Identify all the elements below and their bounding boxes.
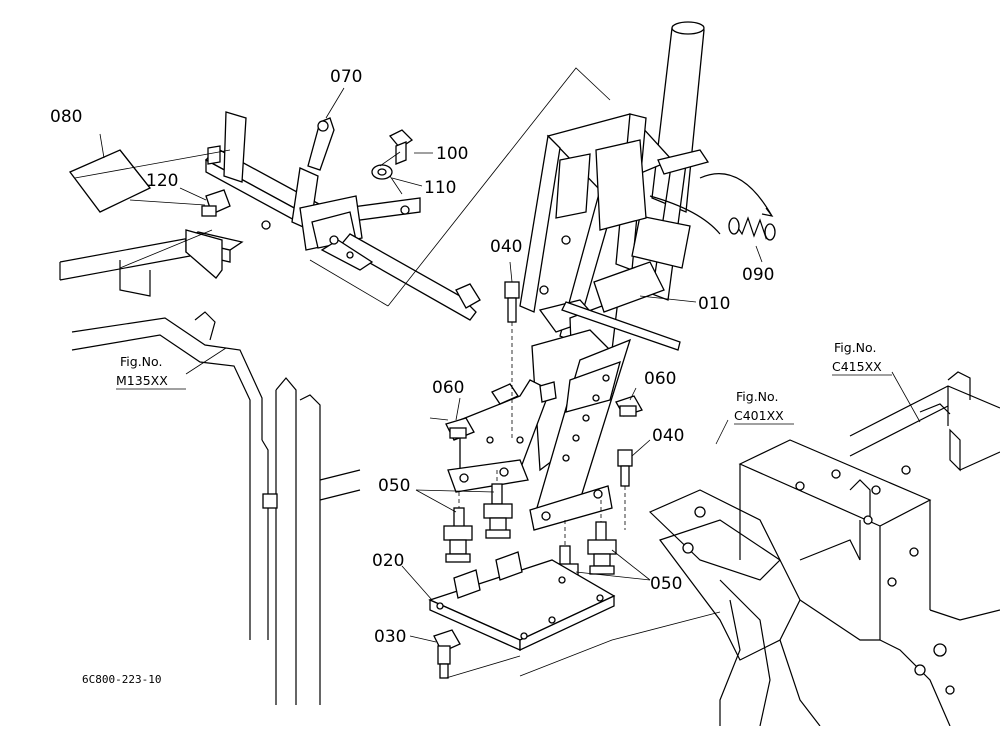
mount-part-050-a [443, 507, 473, 563]
nut-part-060-right [615, 395, 643, 417]
callout-060-left: 060 [432, 378, 464, 398]
fig-ref-m135-code: M135XX [116, 373, 168, 388]
column-part-010 [447, 21, 710, 531]
callout-070: 070 [330, 67, 362, 87]
nut-part-120 [201, 189, 231, 217]
callout-010: 010 [698, 294, 730, 314]
callout-110: 110 [424, 178, 456, 198]
callout-060-right: 060 [644, 369, 676, 389]
base-plate-part-020 [428, 551, 616, 652]
fig-ref-c401-label: Fig.No. [736, 389, 778, 404]
spring-part-090 [649, 173, 776, 241]
frame-assembly-m135 [59, 237, 361, 705]
callout-040-upper: 040 [490, 237, 522, 257]
drawing-code: 6C800-223-10 [82, 673, 161, 686]
callout-080: 080 [50, 107, 82, 127]
mount-part-050-b [483, 483, 513, 539]
fig-ref-c415-label: Fig.No. [834, 340, 876, 355]
leader-lines [99, 87, 921, 643]
bolt-part-040-lower [617, 449, 633, 487]
bolt-part-040-upper [504, 281, 520, 323]
callout-100: 100 [436, 144, 468, 164]
callout-050-right: 050 [650, 574, 682, 594]
bracket-part-070 [184, 111, 481, 321]
fig-ref-c415-code: C415XX [832, 359, 882, 374]
bolt-part-030 [433, 629, 461, 679]
callout-020: 020 [372, 551, 404, 571]
bolt-part-100 [388, 129, 414, 165]
nut-part-060-left [445, 417, 475, 441]
mount-part-050-d [587, 521, 617, 575]
callout-050-left: 050 [378, 476, 410, 496]
grip-part-080 [68, 149, 152, 213]
fig-ref-c401-code: C401XX [734, 408, 784, 423]
callout-030: 030 [374, 627, 406, 647]
frame-assembly-c401-c415 [648, 371, 1000, 727]
callout-120: 120 [146, 171, 178, 191]
callout-090: 090 [742, 265, 774, 285]
fig-ref-m135-label: Fig.No. [120, 354, 162, 369]
callout-040-lower: 040 [652, 426, 684, 446]
